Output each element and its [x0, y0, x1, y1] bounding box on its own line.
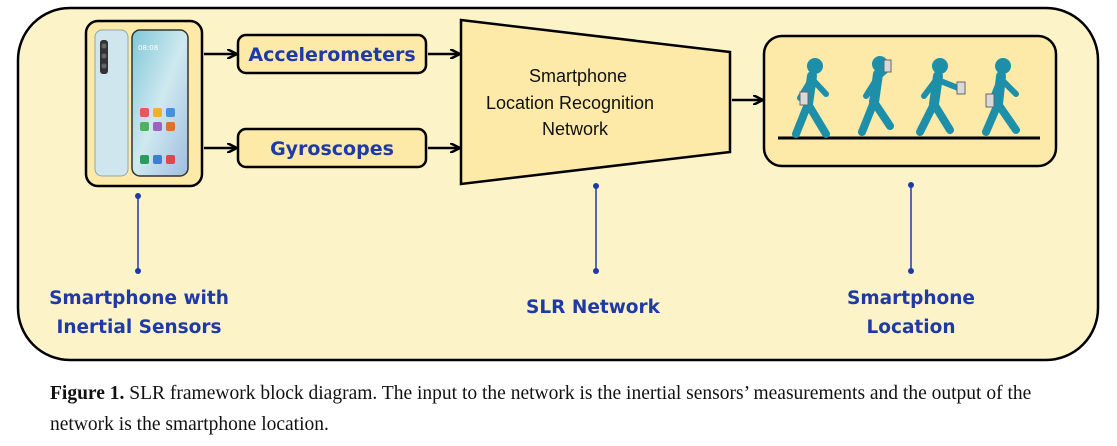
gyroscopes-block: Gyroscopes — [236, 127, 428, 169]
label-location-line2: Location — [866, 317, 955, 338]
network-label-line1: Smartphone — [529, 66, 627, 86]
smartphone-block: 08:08 — [84, 19, 204, 188]
pointer-location — [908, 182, 914, 274]
caption-label: Figure 1. — [50, 383, 125, 404]
smartphone-location-block — [762, 34, 1058, 168]
label-network: SLR Network — [526, 297, 661, 318]
pointer-network — [593, 183, 599, 274]
label-location-line1: Smartphone — [847, 288, 975, 309]
accelerometers-label: Accelerometers — [248, 44, 415, 66]
label-phone-line1: Smartphone with — [49, 288, 229, 309]
network-label-line3: Network — [542, 119, 609, 139]
walking-person-icon — [982, 58, 1020, 136]
running-person-icon — [916, 58, 961, 136]
network-label-line2: Location Recognition — [486, 93, 654, 113]
figure-caption: Figure 1. SLR framework block diagram. T… — [50, 378, 1080, 440]
slr-network-block: Smartphone Location Recognition Network — [459, 18, 732, 186]
smartphone-image: 08:08 — [94, 29, 189, 177]
slr-block-diagram: 08:08 Accelerometers Gyroscopes Smartpho… — [16, 6, 1100, 362]
label-phone-line2: Inertial Sensors — [56, 317, 221, 338]
pointer-phone — [135, 193, 141, 274]
accelerometers-block: Accelerometers — [236, 33, 428, 75]
caption-text: SLR framework block diagram. The input t… — [50, 383, 1032, 435]
phone-time: 08:08 — [138, 44, 158, 52]
gyroscopes-label: Gyroscopes — [270, 138, 394, 160]
